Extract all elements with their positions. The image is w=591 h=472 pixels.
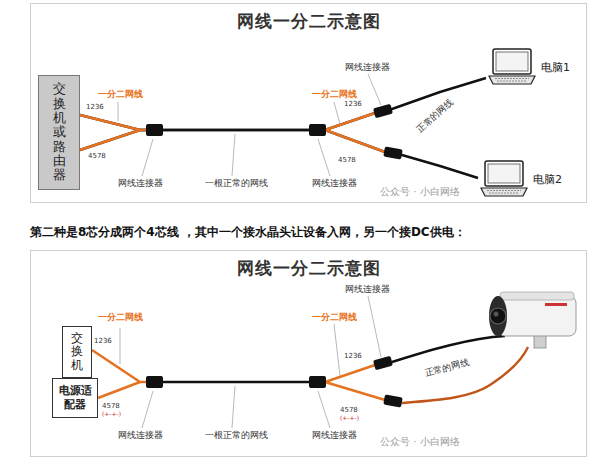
cable-connector xyxy=(146,356,403,408)
part-label: 一根正常的网线 xyxy=(205,430,268,440)
part-label: 公众号 · 小白网络 xyxy=(380,436,460,448)
part-label: 4578 xyxy=(102,402,120,410)
part-label: 正常的网线 xyxy=(424,357,470,378)
switch-box: 交换机 xyxy=(62,326,92,378)
laptop-computer: 电脑2 xyxy=(478,160,562,198)
network-cable xyxy=(80,130,478,178)
split-cable xyxy=(80,113,385,152)
switch-box: 交换机或路由器 xyxy=(38,75,80,190)
part-label: 网线连接器 xyxy=(118,430,163,440)
node-label: 电脑2 xyxy=(533,172,562,187)
camera xyxy=(489,292,576,348)
part-label: 1236 xyxy=(344,100,362,108)
part-label: 一分二网线 xyxy=(98,89,143,99)
power-cable xyxy=(402,347,528,403)
part-label: 网线连接器 xyxy=(312,430,357,440)
diagram-panel: 网线一分二示意图交换机电源适配器 xyxy=(30,250,587,457)
part-label: 1236 xyxy=(86,103,104,111)
laptop-icon xyxy=(478,160,530,198)
caption-text: 第二种是8芯分成两个4芯线 ，其中一个接水晶头让设备入网，另一个接DC供电： xyxy=(30,226,466,240)
leader-line xyxy=(120,296,381,428)
laptop-icon xyxy=(486,48,538,86)
part-label: 一分二网线 xyxy=(312,312,357,322)
part-label: 一根正常的网线 xyxy=(205,178,268,188)
node-label: 交换机或路由器 xyxy=(53,82,66,182)
split-cable xyxy=(92,350,385,400)
part-label: 正常的网线 xyxy=(415,97,455,135)
power-adapter-box: 电源适配器 xyxy=(52,378,98,418)
part-label: 网线连接器 xyxy=(312,178,357,188)
node-label: 电脑1 xyxy=(541,60,570,75)
part-label: 4578 xyxy=(88,152,106,160)
part-label: 公众号 · 小白网络 xyxy=(380,186,460,198)
part-label: 1236 xyxy=(344,352,362,360)
part-label: 1236 xyxy=(94,337,112,345)
node-label: 电源适配器 xyxy=(57,384,92,412)
part-label: 一分二网线 xyxy=(98,312,143,322)
node-label: 交换机 xyxy=(71,332,83,372)
network-cable xyxy=(163,336,505,382)
part-label: 网线连接器 xyxy=(345,62,390,72)
diagram-title: 网线一分二示意图 xyxy=(31,257,586,280)
leader-line xyxy=(118,74,381,176)
part-label: 一分二网线 xyxy=(312,89,357,99)
laptop-computer: 电脑1 xyxy=(486,48,570,86)
part-label: (+-+-) xyxy=(102,411,121,418)
part-label: 4578 xyxy=(340,406,358,414)
part-label: (+-+-) xyxy=(340,415,359,422)
diagram-title: 网线一分二示意图 xyxy=(31,10,586,33)
part-label: 网线连接器 xyxy=(118,178,163,188)
cable-connector xyxy=(146,104,403,160)
diagram-panel: 网线一分二示意图交换机或路由器 电脑1 电脑2 xyxy=(30,3,587,203)
part-label: 4578 xyxy=(338,156,356,164)
part-label: 网线连接器 xyxy=(345,284,390,294)
